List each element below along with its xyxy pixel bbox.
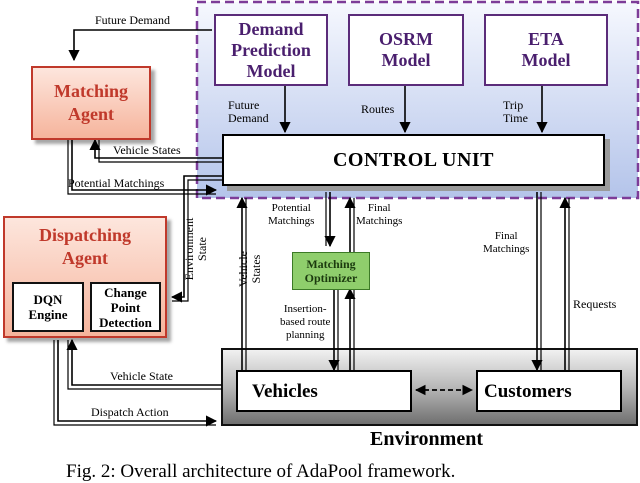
vehicle-state-env-label: Vehicle State	[110, 369, 173, 383]
vehicles-box: Vehicles	[236, 370, 412, 412]
dispatching-agent-label: Dispatching Agent	[38, 225, 132, 268]
dispatching-agent: Dispatching Agent DQN Engine Change Poin…	[3, 216, 167, 338]
osrm-model: OSRM Model	[348, 14, 464, 86]
change-point-detection: Change Point Detection	[90, 282, 161, 332]
routes-label: Routes	[361, 102, 395, 116]
control-unit: CONTROL UNIT	[222, 134, 605, 186]
demand-prediction-model: Demand Prediction Model	[214, 14, 328, 86]
future-demand-top-arrow	[68, 29, 212, 62]
customers-label: Customers	[484, 381, 572, 402]
potential-matchings-arrow	[71, 140, 218, 196]
potential-matchings-label: Potential Matchings	[68, 176, 165, 190]
environment-label: Environment	[370, 428, 483, 450]
dispatch-action-arrow	[57, 340, 218, 427]
environment-state-arrow	[170, 175, 222, 303]
future-demand-top-label: Future Demand	[95, 13, 170, 27]
matching-optimizer: Matching Optimizer	[292, 252, 370, 290]
customers-box: Customers	[476, 370, 622, 412]
dqn-engine: DQN Engine	[12, 282, 84, 332]
final-matchings-customers-label: Final Matchings	[483, 230, 530, 255]
potential-matchings-optimizer-label: Potential Matchings	[268, 202, 315, 227]
requests-label: Requests	[573, 297, 617, 311]
vehicle-states-label: Vehicle States	[113, 143, 181, 157]
dispatch-action-label: Dispatch Action	[91, 405, 169, 419]
vehicle-states-vertical-label: Vehicle States	[236, 251, 263, 287]
trip-time-label: Trip Time	[503, 98, 528, 125]
vehicle-states-arrow	[89, 138, 222, 159]
eta-model: ETA Model	[484, 14, 608, 86]
vehicle-state-env-arrow	[66, 338, 222, 386]
insertion-planning-label: Insertion- based route planning	[280, 303, 331, 341]
final-matchings-optimizer-label: Final Matchings	[356, 202, 403, 227]
vehicles-label: Vehicles	[252, 381, 318, 402]
future-demand-label: Future Demand	[228, 98, 269, 125]
figure-caption: Fig. 2: Overall architecture of AdaPool …	[66, 461, 456, 482]
environment-state-label: Environment State	[182, 217, 209, 281]
matching-agent: Matching Agent	[31, 66, 151, 140]
